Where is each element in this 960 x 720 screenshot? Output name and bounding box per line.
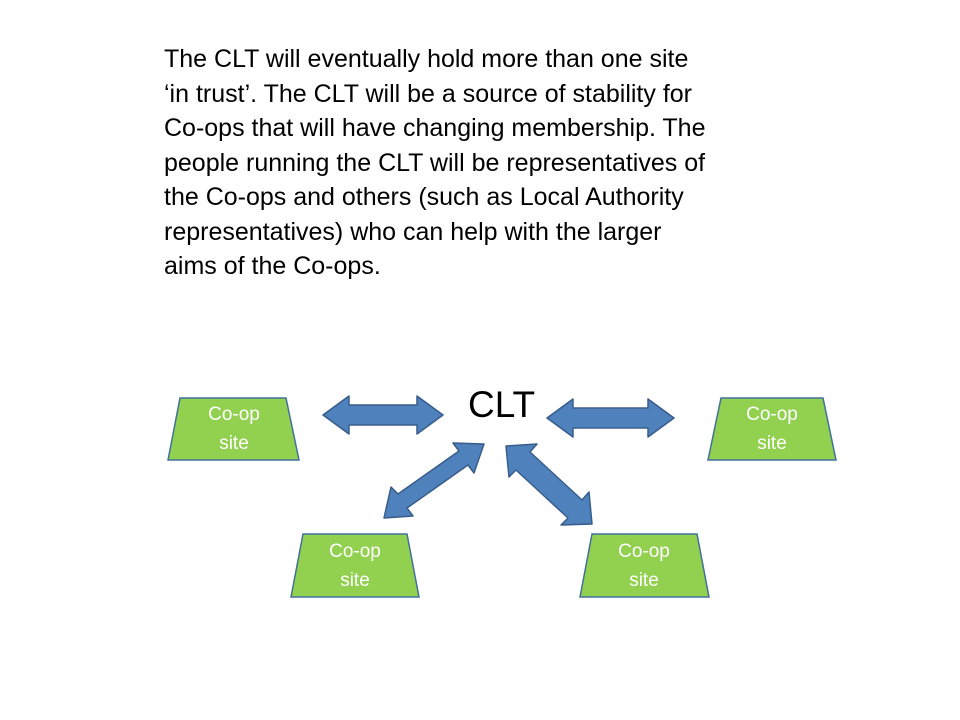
intro-line: ‘in trust’. The CLT will be a source of … [164, 79, 692, 108]
coop-site-label: Co-op site [295, 537, 415, 595]
coop-site-bottom-left [290, 533, 420, 598]
intro-line: The CLT will eventually hold more than o… [164, 45, 689, 73]
coop-site-top-right [707, 397, 837, 461]
intro-line: people running the CLT will be represent… [164, 148, 706, 177]
double-arrow-left [322, 395, 444, 435]
coop-site-label-line1: Co-op [208, 404, 260, 425]
clt-label: CLT [468, 384, 536, 425]
coop-site-label-line1: Co-op [746, 404, 798, 425]
coop-site-label-line2: site [219, 433, 249, 454]
coop-site-label: Co-op site [584, 537, 704, 595]
double-arrow-lower-left [383, 442, 485, 519]
double-arrow-right [546, 398, 675, 438]
coop-site-label: Co-op site [712, 400, 832, 458]
coop-site-label-line2: site [340, 570, 370, 591]
intro-line: representatives) who can help with the l… [164, 217, 662, 246]
coop-site-label-line1: Co-op [329, 541, 381, 562]
coop-site-label: Co-op site [174, 400, 294, 458]
coop-site-label-line2: site [757, 433, 787, 454]
intro-line: Co-ops that will have changing membershi… [164, 114, 706, 142]
double-arrow-lower-right [505, 443, 593, 526]
intro-paragraph: The CLT will eventually hold more than o… [164, 42, 804, 284]
intro-line: aims of the Co-ops. [164, 252, 381, 280]
coop-site-top-left [167, 397, 300, 461]
coop-site-label-line1: Co-op [618, 541, 670, 562]
coop-site-bottom-right [579, 533, 710, 598]
coop-site-label-line2: site [629, 570, 659, 591]
intro-line: the Co-ops and others (such as Local Aut… [164, 183, 684, 211]
